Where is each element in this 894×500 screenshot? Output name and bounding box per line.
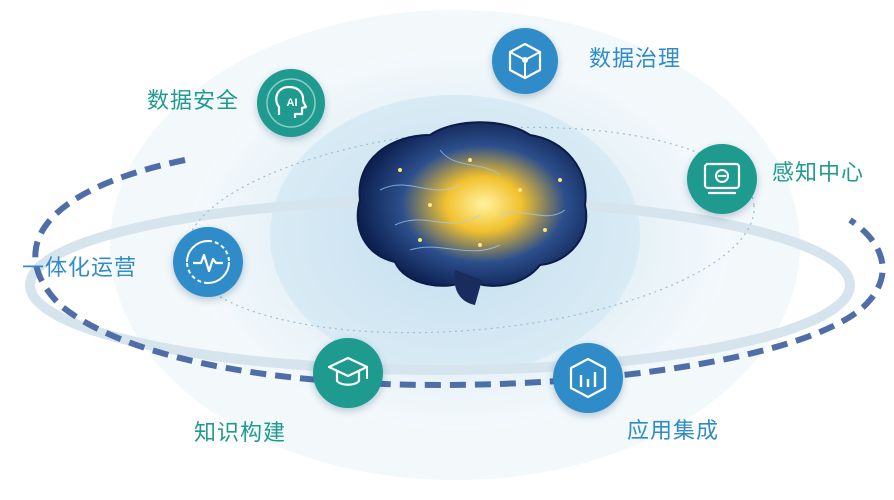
data-security-node[interactable]: AI [257,69,325,137]
data-governance-node[interactable] [492,28,558,94]
pulse-icon [186,240,230,284]
cube-icon [508,42,542,80]
dotted-orbit [185,126,755,334]
dashed-orbit [32,157,886,389]
knowledge-build-node[interactable] [313,338,383,408]
perception-center-label: 感知中心 [772,161,865,186]
monitor-icon [703,162,741,195]
integrated-ops-label: 一体化运营 [22,256,138,281]
brain-icon [356,121,588,305]
data-governance-label: 数据治理 [589,47,682,72]
ai-head-icon: AI [266,78,316,128]
data-security-label: 数据安全 [147,89,240,114]
app-integration-label: 应用集成 [627,419,720,444]
graduation-cap-icon [327,356,369,386]
knowledge-build-label: 知识构建 [194,421,287,446]
chart-box-icon [569,357,607,399]
integrated-ops-node[interactable] [173,227,243,297]
perception-center-node[interactable] [687,144,757,214]
app-integration-node[interactable] [553,343,623,413]
svg-text:AI: AI [287,97,298,109]
